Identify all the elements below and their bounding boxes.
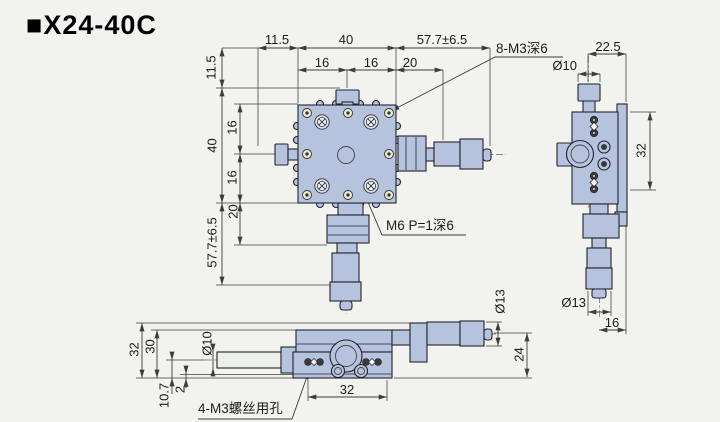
front-micrometer-bracket xyxy=(409,322,428,363)
front-view xyxy=(216,320,493,379)
phillips-screws xyxy=(314,114,379,194)
dim-top-20: 20 xyxy=(402,55,418,70)
side-micrometer-block xyxy=(582,213,620,239)
dim-left-11-5: 11.5 xyxy=(203,55,219,80)
side-top-knob xyxy=(577,83,601,102)
dim-front-30: 30 xyxy=(142,339,158,354)
m6-center-hole xyxy=(337,146,355,164)
side-micrometer-thimble xyxy=(585,267,613,290)
page-title: ■X24-40C xyxy=(26,10,157,41)
dim-top-57-7: 57.7±6.5 xyxy=(416,32,468,47)
dim-left-40: 40 xyxy=(204,138,220,153)
dim-front-10-7: 10.7 xyxy=(156,382,172,409)
label-8-m3-holes: 8-M3深6 xyxy=(496,41,548,56)
dim-top-11-5: 11.5 xyxy=(264,32,290,47)
left-knob xyxy=(274,143,289,166)
front-micrometer-thimble xyxy=(459,320,485,347)
bottom-micrometer-thimble xyxy=(329,281,362,302)
right-micrometer-thimble xyxy=(459,138,484,170)
label-m6-center-hole: M6 P=1深6 xyxy=(386,218,454,233)
top-view-stage xyxy=(274,89,492,311)
dim-top-16-right: 16 xyxy=(363,55,379,70)
front-knob-shaft xyxy=(216,351,282,369)
centerlines xyxy=(205,56,600,361)
dim-side-32: 32 xyxy=(633,143,649,158)
dim-left-57-7: 57.7±6.5 xyxy=(204,217,220,268)
dim-front-dia10: Ø10 xyxy=(199,331,215,356)
right-micrometer-clamp xyxy=(397,135,427,172)
dim-left-20: 20 xyxy=(225,204,241,219)
dim-left-16-lower: 16 xyxy=(224,170,240,185)
dim-side-dia10: Ø10 xyxy=(552,58,577,73)
dim-side-16: 16 xyxy=(604,315,620,330)
dim-front-24: 24 xyxy=(511,347,527,362)
dim-side-22-5: 22.5 xyxy=(595,39,621,54)
dim-top-40: 40 xyxy=(338,32,354,47)
m3-thread-holes xyxy=(302,108,394,200)
dim-front-32-spacing: 32 xyxy=(339,382,355,397)
bottom-micrometer-block xyxy=(326,214,370,244)
side-view xyxy=(556,83,628,299)
dimension-lines xyxy=(139,45,653,400)
dim-top-16-left: 16 xyxy=(314,55,330,70)
side-x-knob xyxy=(565,139,595,169)
dim-front-2: 2 xyxy=(172,385,188,394)
title-square-marker: ■ xyxy=(26,10,44,40)
stage-top-plate xyxy=(297,104,397,204)
dim-side-dia13: Ø13 xyxy=(561,295,586,310)
dim-left-16-upper: 16 xyxy=(224,120,240,135)
dim-front-32-height: 32 xyxy=(126,342,142,357)
label-4-m3-mount-holes: 4-M3螺丝用孔 xyxy=(198,401,283,416)
model-number: X24-40C xyxy=(43,10,157,40)
dim-front-dia13: Ø13 xyxy=(492,289,508,314)
